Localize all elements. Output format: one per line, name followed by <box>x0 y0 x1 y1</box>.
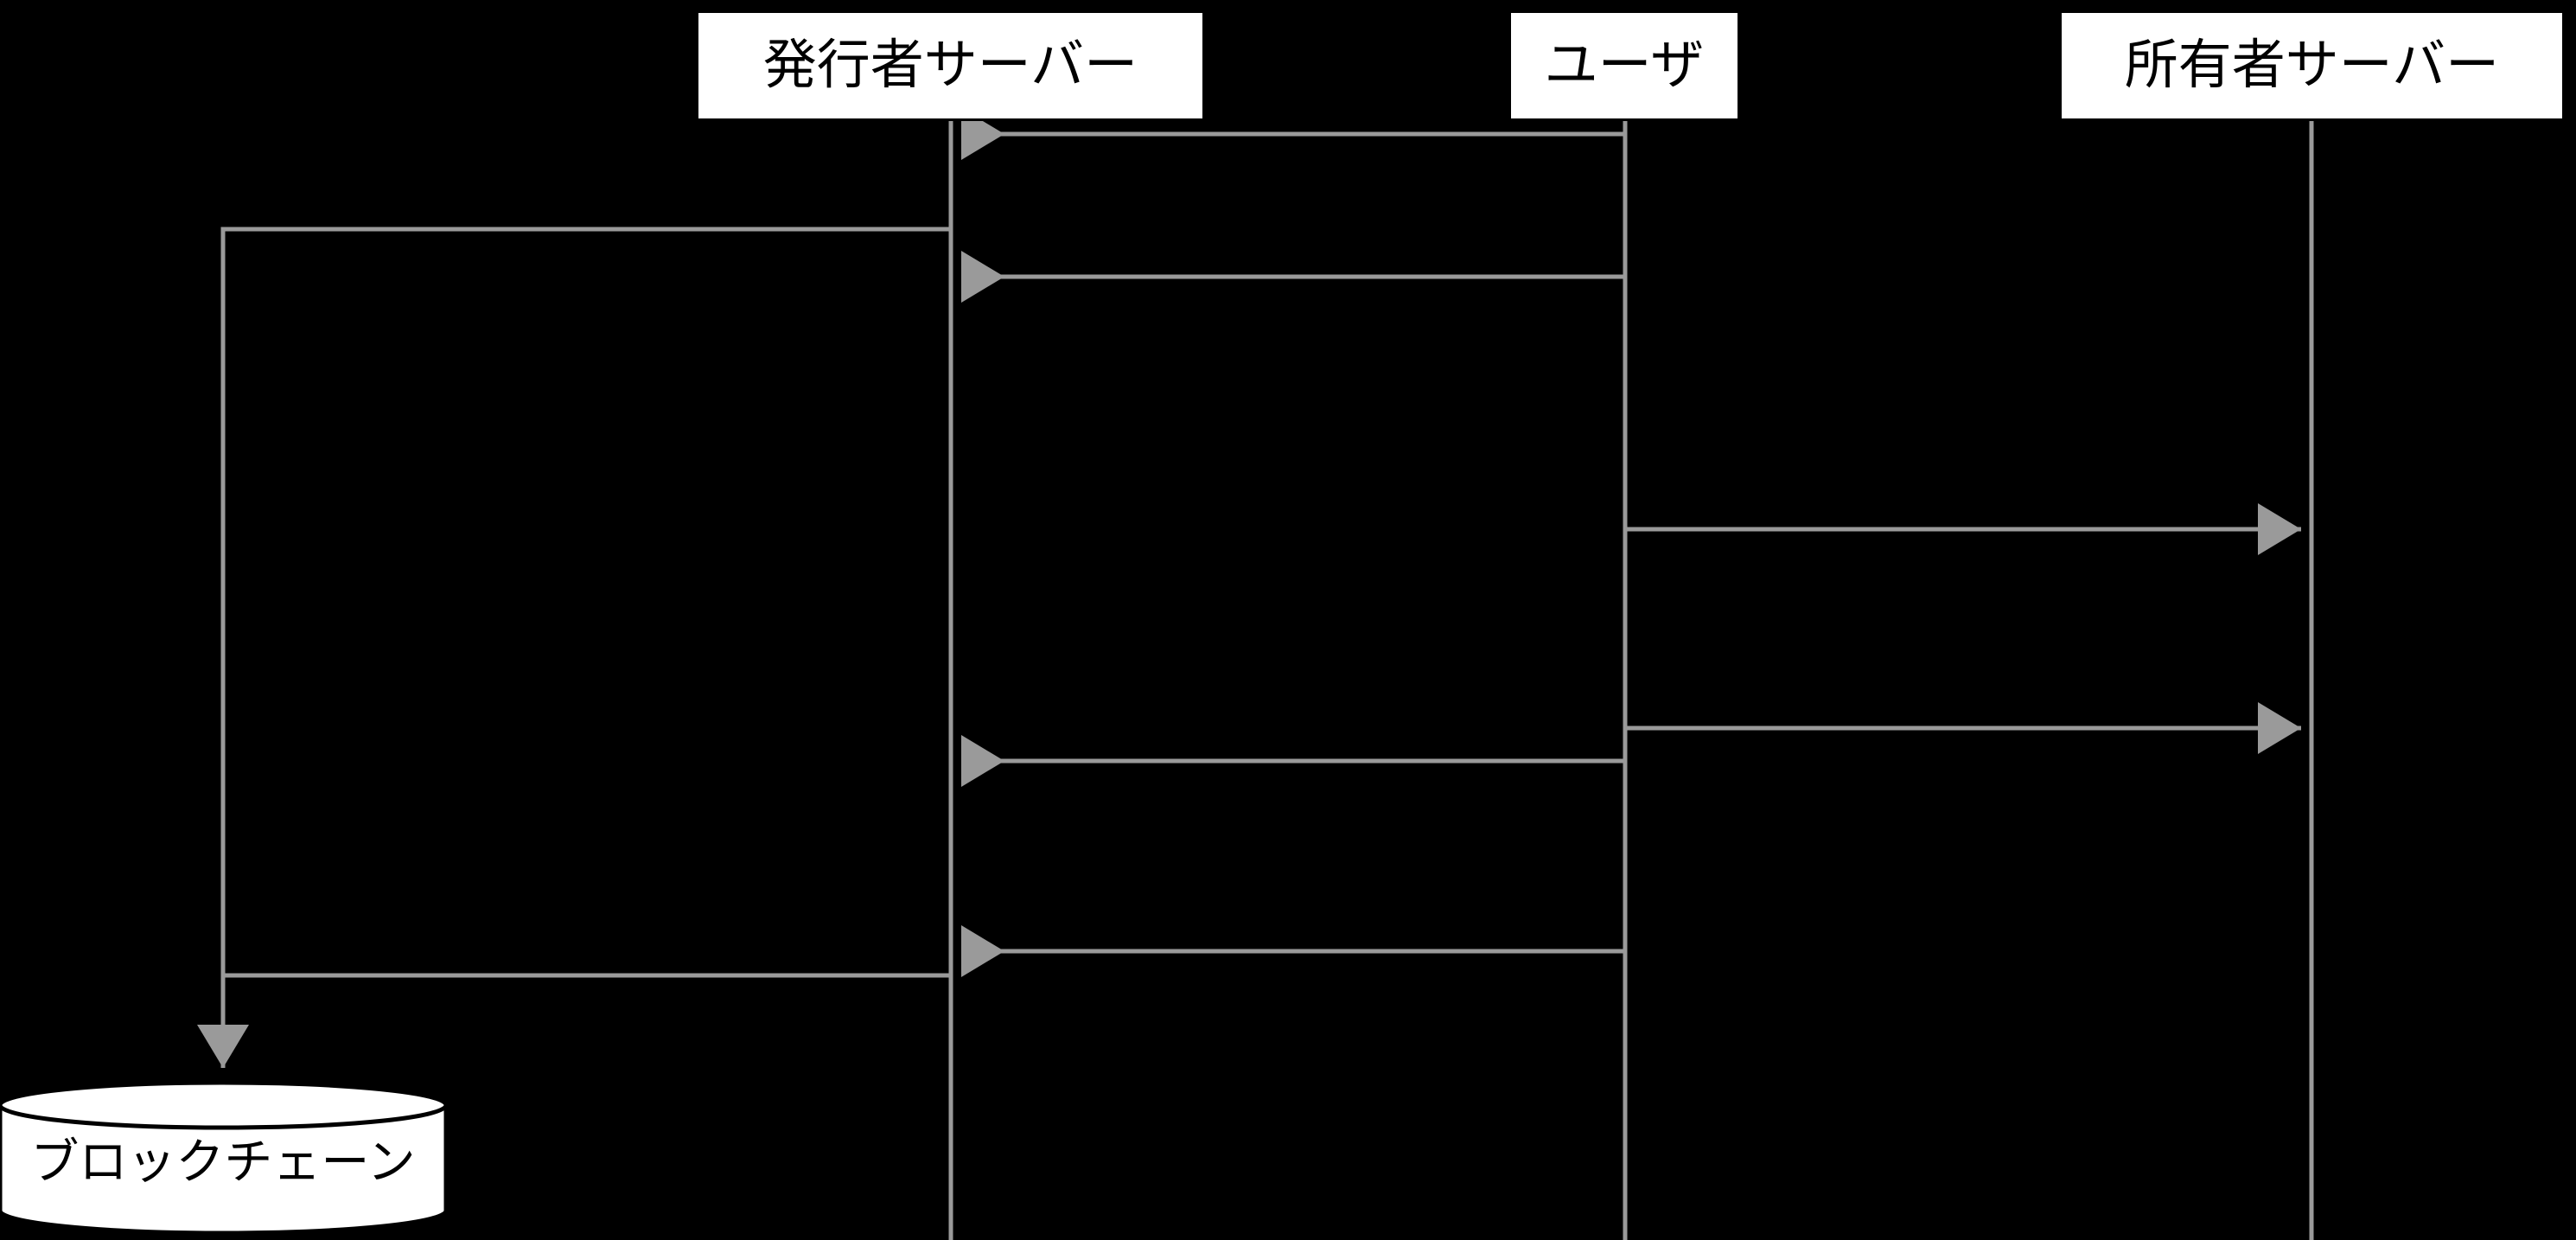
participant-user-label: ユーザ <box>1544 35 1705 95</box>
participant-owner-server[interactable]: 所有者サーバー <box>2059 10 2565 121</box>
cylinder-body <box>0 1103 449 1236</box>
datastore-blockchain-label: ブロックチェーン <box>30 1135 416 1189</box>
message-issuer-to-blockchain[interactable] <box>197 227 951 1068</box>
participant-owner-server-label: 所有者サーバー <box>2124 35 2500 95</box>
participant-issuer-server[interactable]: 発行者サーバー <box>696 10 1205 121</box>
participant-user[interactable]: ユーザ <box>1508 10 1740 121</box>
cylinder-top-ellipse <box>0 1080 449 1130</box>
participant-issuer-server-label: 発行者サーバー <box>762 35 1138 95</box>
datastore-blockchain[interactable] <box>0 1080 449 1236</box>
